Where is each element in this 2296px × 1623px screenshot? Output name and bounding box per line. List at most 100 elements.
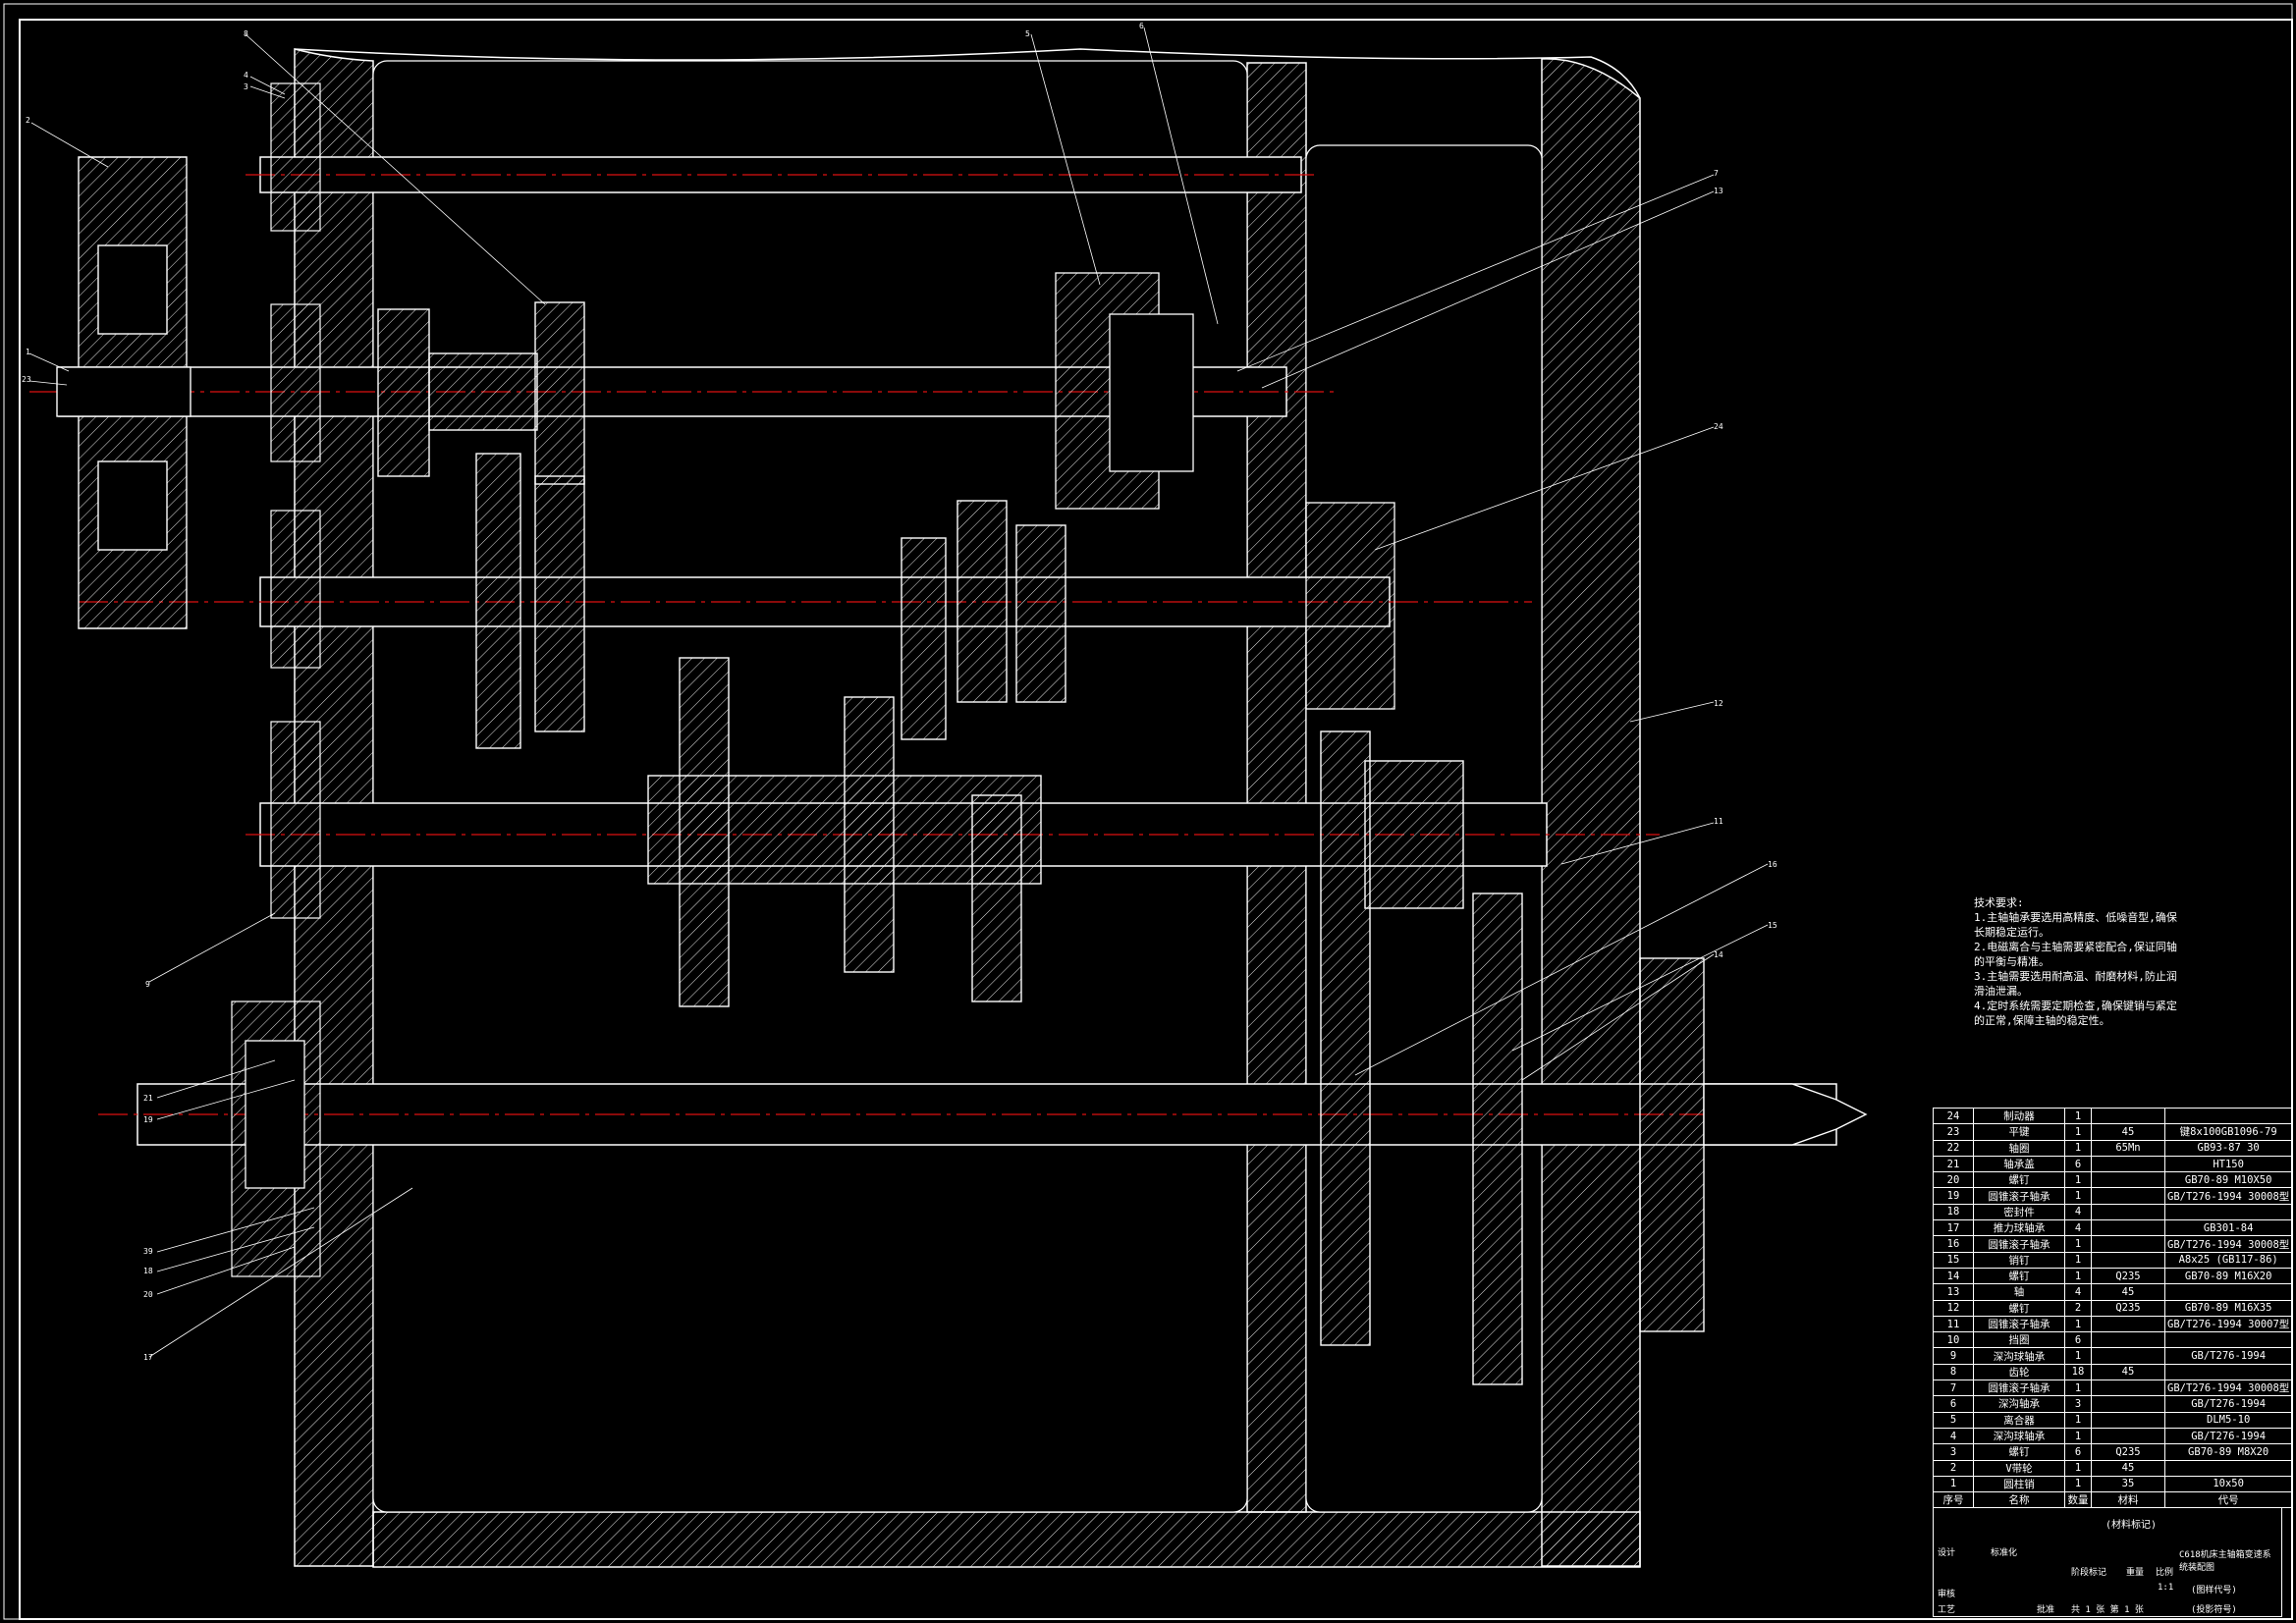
bom-cell: 平键 — [1973, 1123, 2065, 1141]
bom-cell — [2091, 1315, 2165, 1333]
bom-cell: 4 — [2064, 1203, 2092, 1221]
balloon-12: 12 — [1714, 699, 1723, 708]
project-code: (投影符号) — [2191, 1605, 2237, 1615]
balloon-18: 18 — [143, 1267, 153, 1275]
title-block: (材料标记) C618机床主轴箱变速系统装配图 设计 标准化 阶段标记 重量 比… — [1933, 1507, 2282, 1617]
bom-cell: GB/T276-1994 30008型 — [2163, 1380, 2293, 1397]
bom-cell: 3 — [1933, 1443, 1974, 1461]
v-belt-pulley — [56, 156, 191, 629]
bom-cell: GB301-84 — [2163, 1219, 2293, 1237]
label-process: 工艺 — [1938, 1605, 1956, 1615]
bom-cell: 45 — [2091, 1123, 2165, 1141]
bom-cell: 7 — [1933, 1380, 1974, 1397]
bom-cell: 1 — [2064, 1235, 2092, 1253]
bom-header-cell: 材料 — [2091, 1491, 2165, 1509]
bom-cell — [2091, 1347, 2165, 1365]
inner-border — [19, 19, 2293, 1620]
bom-cell: 5 — [1933, 1411, 1974, 1429]
bom-cell: 密封件 — [1973, 1203, 2065, 1221]
bom-cell: 销钉 — [1973, 1251, 2065, 1269]
bom-cell: 螺钉 — [1973, 1299, 2065, 1317]
bom-cell: 1 — [2064, 1380, 2092, 1397]
bom-cell: 1 — [1933, 1475, 1974, 1493]
bom-cell: 6 — [2064, 1443, 2092, 1461]
label-design: 设计 — [1938, 1548, 1956, 1558]
bom-cell: 1 — [2064, 1411, 2092, 1429]
bom-cell: 齿轮 — [1973, 1363, 2065, 1381]
bom-header-cell: 名称 — [1973, 1491, 2065, 1509]
balloon-2: 2 — [26, 116, 30, 125]
bom-cell: 18 — [2064, 1363, 2092, 1381]
balloon-39: 39 — [143, 1247, 153, 1256]
bom-cell: 圆锥滚子轴承 — [1973, 1380, 2065, 1397]
technical-requirements: 技术要求: 1.主轴轴承要选用高精度、低噪音型,确保长期稳定运行。 2.电磁离合… — [1974, 895, 2180, 1028]
balloon-21: 21 — [143, 1094, 153, 1103]
bom-cell: 1 — [2064, 1251, 2092, 1269]
bom-header-cell: 数量 — [2064, 1491, 2092, 1509]
bom-cell: 1 — [2064, 1123, 2092, 1141]
bom-cell: 10 — [1933, 1331, 1974, 1349]
tech-heading: 技术要求: — [1974, 896, 2024, 909]
bom-cell: 深沟球轴承 — [1973, 1347, 2065, 1365]
bom-cell: 键8x100GB1096-79 — [2163, 1123, 2293, 1141]
label-approve: 批准 — [2037, 1605, 2055, 1615]
bom-cell — [2163, 1283, 2293, 1301]
bom-cell: 65Mn — [2091, 1139, 2165, 1157]
bom-cell: 45 — [2091, 1363, 2165, 1381]
bom-cell: 1 — [2064, 1107, 2092, 1125]
bom-cell: GB70-89 M16X35 — [2163, 1299, 2293, 1317]
bom-cell: 20 — [1933, 1171, 1974, 1189]
bom-cell — [2091, 1331, 2165, 1349]
bom-cell: 15 — [1933, 1251, 1974, 1269]
bom-cell — [2091, 1251, 2165, 1269]
leader-lines — [28, 27, 1769, 1358]
balloon-16: 16 — [1768, 860, 1777, 869]
balloon-3: 3 — [244, 82, 248, 91]
bom-cell: 45 — [2091, 1283, 2165, 1301]
bom-cell: 轴圈 — [1973, 1139, 2065, 1157]
bom-cell: 10x50 — [2163, 1475, 2293, 1493]
bom-cell: GB/T276-1994 30008型 — [2163, 1235, 2293, 1253]
bom-cell: 1 — [2064, 1267, 2092, 1285]
bom-cell: GB/T276-1994 30008型 — [2163, 1187, 2293, 1205]
balloon-19: 19 — [143, 1115, 153, 1124]
bom-header-cell: 序号 — [1933, 1491, 1974, 1509]
scale-value: 1:1 — [2158, 1583, 2174, 1593]
bom-cell: 6 — [2064, 1331, 2092, 1349]
balloon-14: 14 — [1714, 950, 1723, 959]
bom-cell — [2091, 1380, 2165, 1397]
bom-cell: 1 — [2064, 1427, 2092, 1445]
bom-cell: GB/T276-1994 — [2163, 1427, 2293, 1445]
bom-cell: 9 — [1933, 1347, 1974, 1365]
bom-cell: 螺钉 — [1973, 1171, 2065, 1189]
bom-cell: 17 — [1933, 1219, 1974, 1237]
bom-cell: GB93-87 30 — [2163, 1139, 2293, 1157]
bom-cell: GB70-89 M8X20 — [2163, 1443, 2293, 1461]
bom-cell: 6 — [2064, 1155, 2092, 1173]
label-standard: 标准化 — [1991, 1548, 2018, 1558]
drawing-title: C618机床主轴箱变速系统装配图 — [2179, 1550, 2271, 1573]
material-mark: (材料标记) — [2105, 1520, 2158, 1531]
bom-cell — [2091, 1219, 2165, 1237]
label-scale: 比例 — [2156, 1568, 2174, 1578]
balloon-1: 1 — [26, 348, 30, 356]
bom-cell: 轴 — [1973, 1283, 2065, 1301]
bom-cell — [2091, 1427, 2165, 1445]
bom-cell — [2163, 1331, 2293, 1349]
bom-cell: 螺钉 — [1973, 1267, 2065, 1285]
bom-cell: 2 — [2064, 1299, 2092, 1317]
bom-cell: 圆柱销 — [1973, 1475, 2065, 1493]
bom-cell: GB/T276-1994 — [2163, 1395, 2293, 1413]
balloon-11: 11 — [1714, 817, 1723, 826]
bom-cell: 推力球轴承 — [1973, 1219, 2065, 1237]
